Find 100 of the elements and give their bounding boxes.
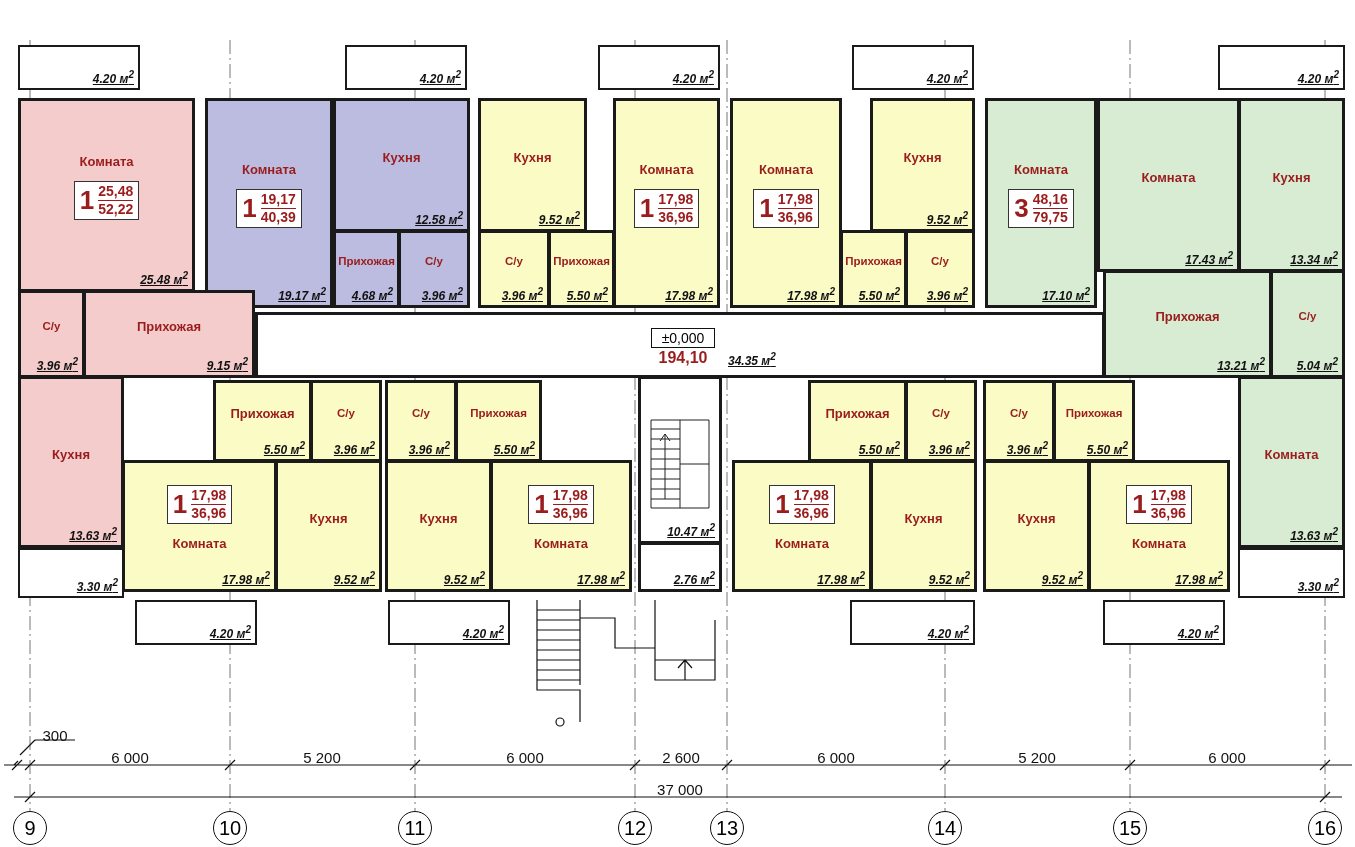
area-label: 5.50 м$^{2}$ xyxy=(1086,440,1128,457)
area-label: 5.50 м$^{2}$ xyxy=(263,440,305,457)
apartment-number: 1 xyxy=(242,193,257,224)
room-name: Кухня xyxy=(904,510,943,526)
area-label: 10.47 м$^{2}$ xyxy=(667,522,715,539)
room-name: С/у xyxy=(425,255,443,267)
room xyxy=(385,460,492,592)
room xyxy=(1097,98,1240,272)
room-name: Комната xyxy=(242,162,296,177)
area-label: 17.98 м$^{2}$ xyxy=(1175,570,1223,587)
room-name: С/у xyxy=(1298,310,1317,322)
room xyxy=(398,230,470,308)
area-label: 3.96 м$^{2}$ xyxy=(926,286,968,303)
room xyxy=(870,98,975,232)
room xyxy=(730,98,842,308)
room-name: Комната xyxy=(759,162,813,177)
axis-bubble: 13 xyxy=(710,811,744,845)
area-label: 3.96 м$^{2}$ xyxy=(421,286,463,303)
room xyxy=(732,460,872,592)
balcony xyxy=(18,548,124,598)
room-name: Кухня xyxy=(513,149,552,165)
axis-bubble: 16 xyxy=(1308,811,1342,845)
area-label: 5.50 м$^{2}$ xyxy=(566,286,608,303)
living-area: 19,17 xyxy=(260,191,296,209)
room xyxy=(310,380,382,462)
room xyxy=(83,290,255,378)
living-area: 25,48 xyxy=(98,183,134,201)
dimension-label: 37 000 xyxy=(657,780,703,798)
room xyxy=(213,380,312,462)
area-label: 9.52 м$^{2}$ xyxy=(333,570,375,587)
balcony xyxy=(1238,548,1345,598)
room-name: Прихожая xyxy=(845,255,902,267)
area-label: 5.04 м$^{2}$ xyxy=(1296,356,1338,373)
axis-bubble: 14 xyxy=(928,811,962,845)
room xyxy=(455,380,542,462)
room-name: Комната xyxy=(775,536,829,551)
area-label: 13.34 м$^{2}$ xyxy=(1290,250,1338,267)
area-label: 9.15 м$^{2}$ xyxy=(206,356,248,373)
room-name: С/у xyxy=(932,407,950,419)
room-name: Кухня xyxy=(1272,169,1311,185)
room-name: С/у xyxy=(412,407,430,419)
room xyxy=(478,98,587,232)
area-label: 9.52 м$^{2}$ xyxy=(926,210,968,227)
room-name: Комната xyxy=(172,536,227,551)
area-label: 3.96 м$^{2}$ xyxy=(333,440,375,457)
area-label: 5.50 м$^{2}$ xyxy=(858,440,900,457)
room xyxy=(1238,98,1345,272)
room-name: Прихожая xyxy=(338,255,395,267)
room-name: Комната xyxy=(1264,446,1319,462)
room xyxy=(333,98,470,232)
total-area: 79,75 xyxy=(1032,209,1068,226)
room-name: С/у xyxy=(42,320,61,332)
room-name: Прихожая xyxy=(470,407,527,419)
room xyxy=(1238,376,1345,548)
area-label: 5.50 м$^{2}$ xyxy=(858,286,900,303)
total-area: 36,96 xyxy=(777,209,813,226)
dimension-label: 6 000 xyxy=(506,748,544,766)
area-label: 4.20 м$^{2}$ xyxy=(1177,624,1219,641)
room xyxy=(18,98,195,292)
area-label: 3.96 м$^{2}$ xyxy=(36,356,78,373)
room xyxy=(478,230,550,308)
room xyxy=(808,380,907,462)
room-name: Прихожая xyxy=(136,318,202,334)
area-label: 17.10 м$^{2}$ xyxy=(1042,286,1090,303)
living-area: 17,98 xyxy=(793,487,829,505)
room xyxy=(122,460,277,592)
room xyxy=(985,98,1097,308)
room-name: Прихожая xyxy=(553,255,610,267)
axis-bubble: 12 xyxy=(618,811,652,845)
area-label: 17.98 м$^{2}$ xyxy=(665,286,713,303)
room-name: Комната xyxy=(1132,536,1186,551)
area-label: 3.96 м$^{2}$ xyxy=(408,440,450,457)
room xyxy=(1270,270,1345,378)
room-name: Комната xyxy=(1141,169,1196,185)
room xyxy=(1088,460,1230,592)
area-label: 9.52 м$^{2}$ xyxy=(538,210,580,227)
area-label: 2.76 м$^{2}$ xyxy=(673,570,715,587)
apartment-number: 1 xyxy=(534,489,549,520)
balcony xyxy=(1103,600,1225,645)
room-name: Комната xyxy=(639,162,694,177)
living-area: 17,98 xyxy=(1150,487,1186,505)
area-label: 12.58 м$^{2}$ xyxy=(415,210,463,227)
living-area: 17,98 xyxy=(658,191,694,209)
area-label: 19.17 м$^{2}$ xyxy=(278,286,326,303)
room xyxy=(333,230,400,308)
area-label: 4.20 м$^{2}$ xyxy=(419,69,461,86)
stair-hall xyxy=(638,376,722,544)
dimension-label: 5 200 xyxy=(303,748,341,766)
level-mark: ±0,000 xyxy=(651,328,715,348)
room xyxy=(275,460,382,592)
dimension-label: 300 xyxy=(42,726,68,744)
area-label: 4.20 м$^{2}$ xyxy=(927,624,969,641)
balcony xyxy=(135,600,257,645)
apartment-number: 1 xyxy=(1132,489,1147,520)
area-label: 4.68 м$^{2}$ xyxy=(351,286,393,303)
area-label: 17.98 м$^{2}$ xyxy=(222,570,270,587)
room xyxy=(18,376,124,548)
dimension-label: 5 200 xyxy=(1018,748,1056,766)
apartment-number: 1 xyxy=(172,489,188,520)
axis-bubble: 9 xyxy=(13,811,47,845)
